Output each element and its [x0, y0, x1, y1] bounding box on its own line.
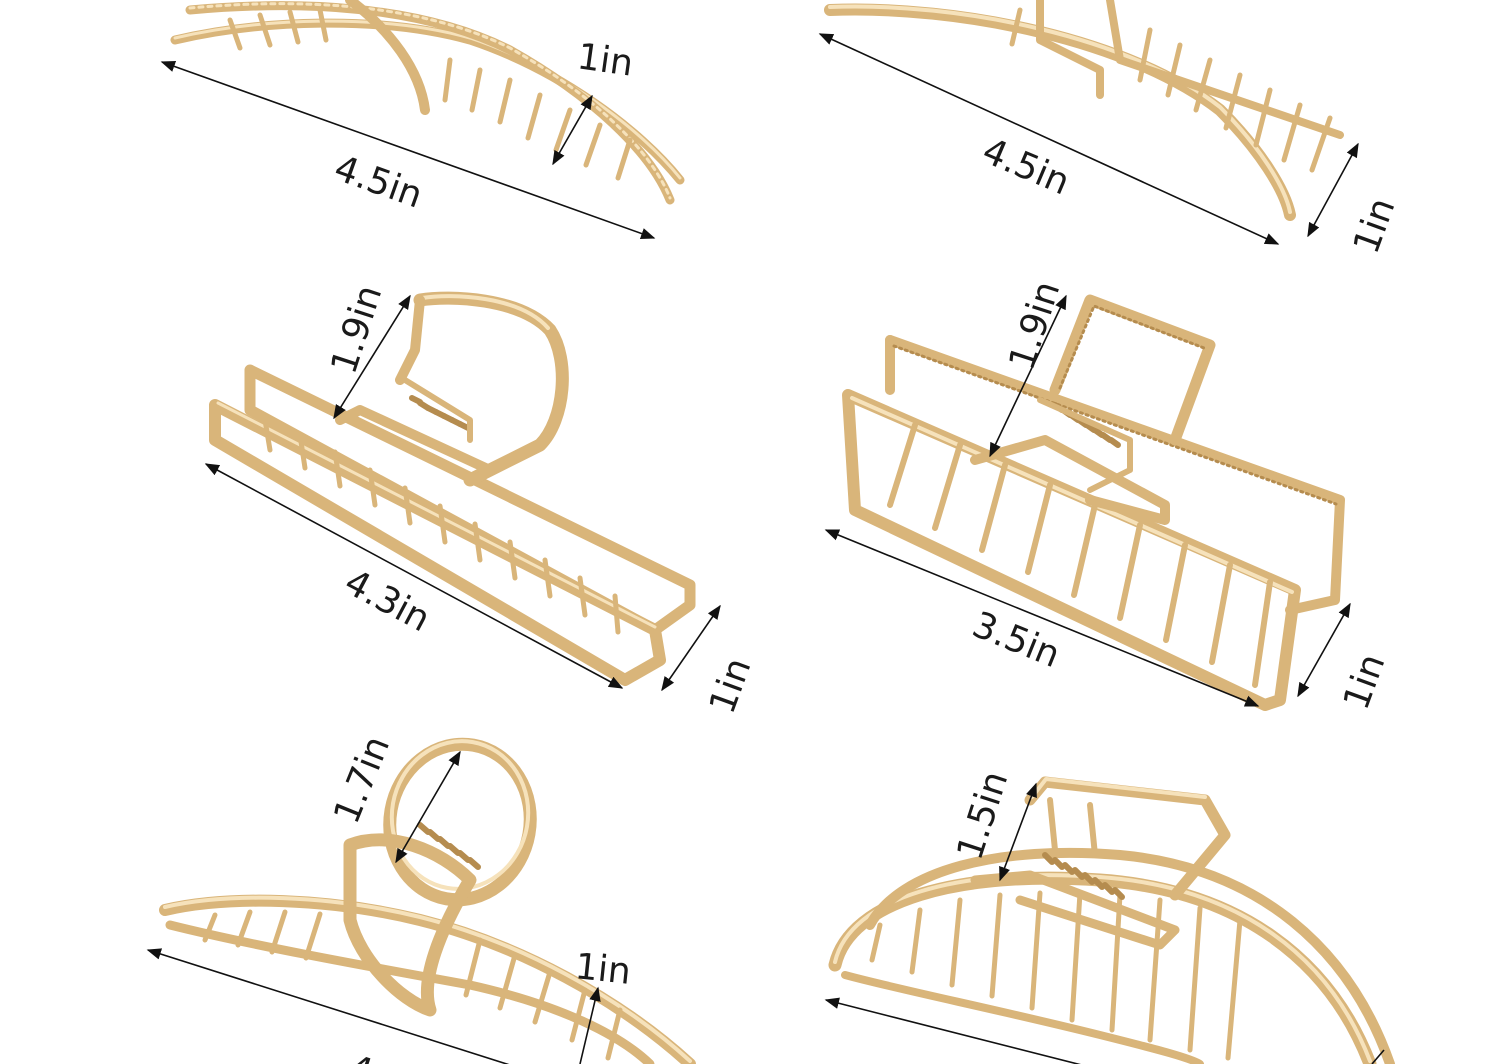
curved-claw-height-dimension: 1in [1307, 142, 1404, 259]
rectangle-claw-length-label: 3.5in [967, 604, 1066, 676]
rounded-square-claw-height-dimension: 1in [661, 604, 760, 719]
rectangle-claw-clip [842, 294, 1345, 711]
twisted-claw-clip [170, 0, 685, 205]
rounded-square-claw-width-dimension: 1.9in [324, 280, 411, 420]
curved-claw-clip [824, 0, 1344, 221]
oval-claw-length-label: 4 [343, 1048, 377, 1064]
arch-claw-height-dimension [1371, 1049, 1385, 1064]
oval-claw-clip [159, 737, 696, 1064]
rounded-square-claw-length-label: 4.3in [338, 562, 437, 640]
curved-claw-height-label: 1in [1346, 193, 1404, 259]
twisted-claw-length-label: 4.5in [329, 148, 428, 217]
rounded-square-claw-clip [209, 291, 696, 686]
oval-claw-height-label: 1in [573, 946, 633, 993]
oval-claw-height-dimension: 1in [573, 946, 633, 1064]
curved-claw-length-label: 4.5in [976, 131, 1075, 204]
rounded-square-claw-width-label: 1.9in [324, 280, 391, 378]
rectangle-claw-height-dimension: 1in [1297, 602, 1394, 715]
rectangle-claw-height-label: 1in [1336, 649, 1394, 715]
rounded-square-claw-height-label: 1in [702, 653, 760, 719]
rectangle-claw-width-label: 1.9in [1002, 276, 1069, 374]
rectangle-claw-width-dimension: 1.9in [989, 276, 1069, 458]
twisted-claw-height-label: 1in [575, 36, 636, 84]
arch-claw-length-dimension [824, 997, 1081, 1064]
rectangle-claw-length-dimension: 3.5in [824, 529, 1260, 707]
twisted-claw-height-dimension: 1in [552, 36, 636, 166]
arch-claw-clip [828, 776, 1395, 1064]
arch-claw-width-label: 1.5in [950, 766, 1017, 864]
